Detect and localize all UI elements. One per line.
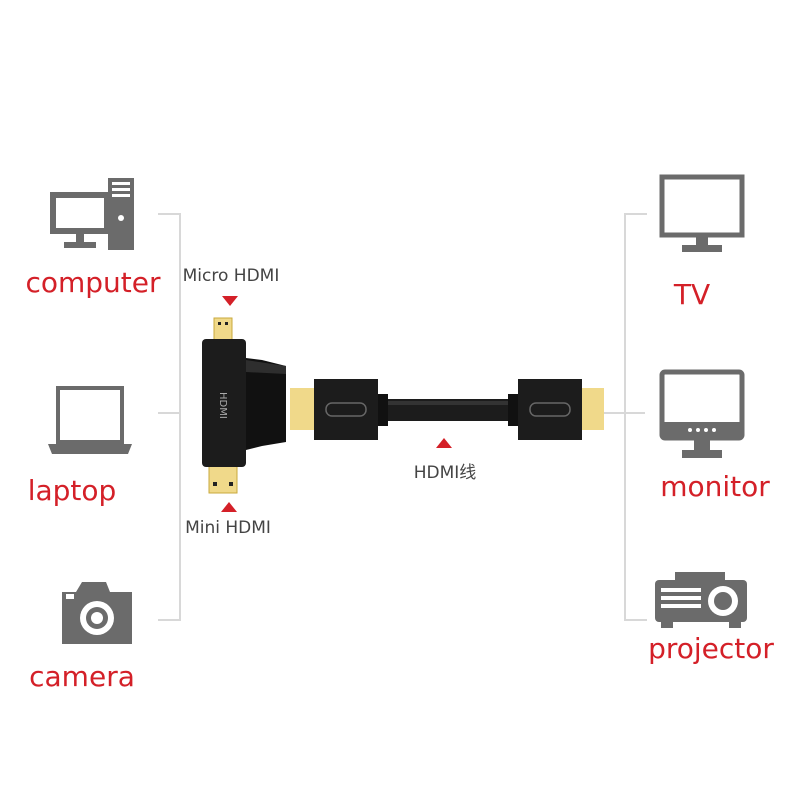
monitor-icon: [659, 369, 745, 458]
right-bracket-line: [624, 213, 626, 621]
right-bracket-tick: [625, 213, 647, 215]
hdmi-cable-label: HDMI线: [413, 463, 477, 483]
camera-icon: [62, 582, 132, 644]
left-bracket-line: [179, 213, 181, 621]
mini-hdmi-label: Mini HDMI: [185, 518, 271, 538]
device-label-projector: projector: [648, 632, 774, 665]
right-bracket-tick: [625, 619, 647, 621]
left-bracket-tick: [158, 619, 180, 621]
computer-icon: [50, 178, 134, 250]
device-label-computer: computer: [25, 266, 161, 299]
left-bracket-tick: [158, 412, 180, 414]
arrow-up-icon: [221, 502, 237, 512]
device-label-laptop: laptop: [27, 474, 117, 507]
tv-icon: [659, 174, 745, 252]
laptop-icon: [48, 386, 132, 454]
left-bracket-tick: [158, 213, 180, 215]
adapter-hdmi-text: HDMI: [217, 392, 228, 419]
device-label-camera: camera: [29, 660, 135, 693]
projector-icon: [655, 572, 747, 628]
micro-hdmi-label: Micro HDMI: [182, 266, 280, 286]
arrow-up-icon: [436, 438, 452, 448]
arrow-down-icon: [222, 296, 238, 306]
right-bracket-tick: [600, 412, 645, 414]
device-label-tv: TV: [673, 278, 711, 311]
device-label-monitor: monitor: [660, 470, 770, 503]
